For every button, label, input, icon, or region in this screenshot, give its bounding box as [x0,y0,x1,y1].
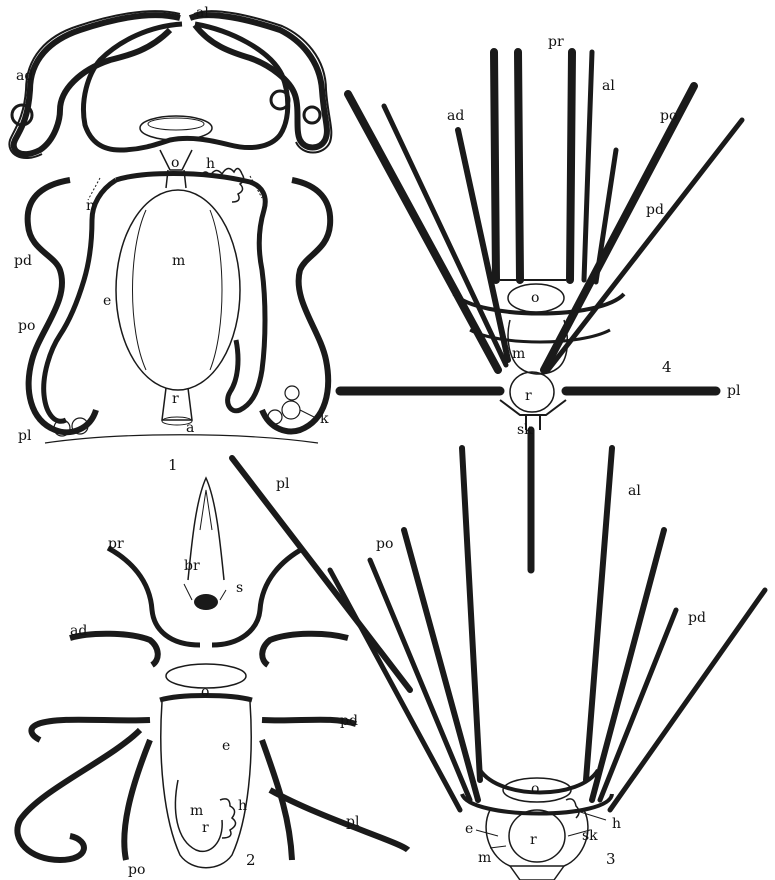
fig2-label-pl-top: pl [276,476,290,492]
fig1-label-a: a [186,420,194,436]
fig4-arm-al [584,52,592,280]
fig2-preoral-inner [200,490,212,530]
fig3-label-r: r [530,832,537,848]
fig1-label-po: po [18,318,35,334]
figure-2: br pr s ad o pd e m h r po pl pl 2 [17,458,410,878]
fig4-arm-pd-right [548,120,742,370]
fig2-label-pr: pr [108,536,124,552]
fig4-arm-pr-left [494,52,496,280]
fig2-label-po: po [128,862,145,878]
fig1-vesicle-right2 [282,401,300,419]
fig4-rectum [510,372,554,412]
fig4-arm-po-left [348,94,498,370]
fig4-label-al: al [602,78,615,94]
fig2-label-e: e [222,738,230,754]
fig4-arm-ad [458,130,508,360]
fig3-rectum [509,810,565,862]
fig4-label-po: po [660,108,677,124]
fig1-label-ad: ad [16,68,33,84]
fig1-baseline [45,435,318,443]
fig3-label-sk: sk [582,828,598,844]
fig1-ad-ring-right2 [304,107,320,123]
fig1-label-pl: pl [18,428,32,444]
fig4-skeleton [500,400,566,430]
fig1-oral-band [83,24,287,150]
fig4-label-o: o [531,290,539,306]
fig3-skeleton [510,866,564,880]
fig1-label-pd: pd [14,253,32,269]
fig3-label-al: al [628,483,641,499]
fig1-label-k: k [320,411,329,427]
fig3-arm-far-left [330,570,460,810]
fig1-mouth-dish [140,116,212,140]
fig1-vesicle-right3 [285,386,299,400]
fig2-pl-arm-long [232,458,410,690]
fig3-hydrocoel [566,799,579,818]
fig2-label-s: s [236,580,243,596]
fig1-mouth-dish-inner [148,118,204,130]
fig3-arm-center-left [462,448,480,780]
fig1-k-pointer [300,410,316,418]
fig2-lateral-arms [17,720,408,860]
fig2-label-ad: ad [70,623,87,639]
fig2-body [161,702,251,868]
fig2-label-r: r [202,820,209,836]
fig2-label-br: br [184,558,200,574]
fig1-stomach-lines [133,210,223,370]
fig4-label-m: m [512,346,525,362]
figure-1: al ad o h n m pd e po r a pl k 1 [9,5,331,474]
fig1-body-band [44,174,266,422]
fig1-label-n: n [86,198,95,214]
fig3-label-pd: pd [688,610,706,626]
fig3-body-outline [486,810,588,866]
fig3-label-m: m [478,850,491,866]
fig1-number: 1 [168,456,178,474]
fig1-label-m: m [172,253,185,269]
fig2-label-m: m [190,803,203,819]
fig1-stomach [116,190,240,390]
fig4-arm-po-left-pale [384,106,506,365]
fig3-label-po: po [376,536,393,552]
fig2-label-o: o [201,684,209,700]
fig2-label-h: h [238,798,247,814]
fig4-arm-pr-right [570,52,572,280]
fig2-number: 2 [246,851,256,869]
fig4-arm-pr-left2 [518,52,520,280]
fig1-label-al: al [196,5,209,21]
fig1-label-r: r [172,391,179,407]
fig1-label-o: o [171,155,179,171]
fig1-label-h: h [206,156,215,172]
fig4-number: 4 [662,358,672,376]
fig4-label-pr: pr [548,34,564,50]
fig3-label-o: o [531,781,539,797]
fig1-vesicle-right1 [268,410,282,424]
fig4-label-sk: sk [517,422,533,438]
fig4-label-ad: ad [447,108,464,124]
fig2-ad-arms [70,634,348,665]
fig3-number: 3 [606,850,616,868]
fig2-hydrocoel [220,799,236,838]
fig1-label-e: e [103,293,111,309]
figure-3: po al pd o e h r m sk 3 [330,448,765,880]
fig3-label-e: e [465,821,473,837]
fig2-label-pd: pd [340,713,358,729]
fig4-label-r: r [525,388,532,404]
figure-4: pr al ad po pd o m r pl sk 4 [340,34,742,570]
fig2-label-pl-right: pl [346,814,360,830]
fig4-label-pd: pd [646,202,664,218]
fig3-label-h: h [612,816,621,832]
fig4-label-pl: pl [727,383,741,399]
fig2-brain-spot [194,594,218,610]
